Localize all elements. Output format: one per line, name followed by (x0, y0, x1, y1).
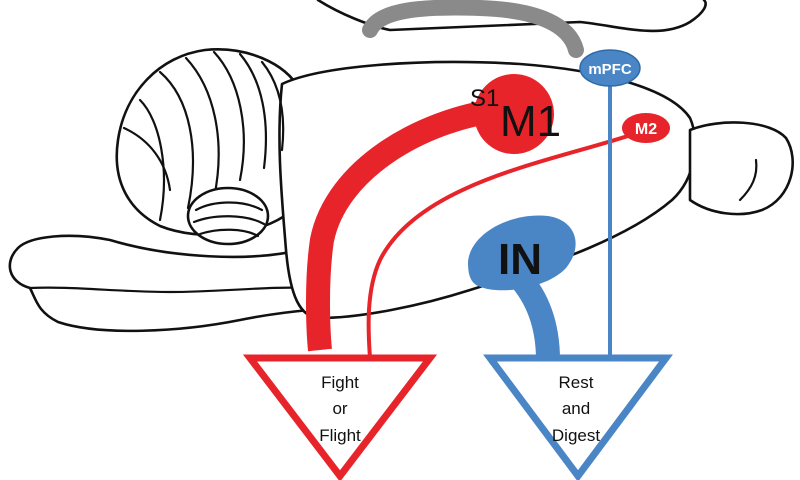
m1-region (474, 74, 554, 154)
olfactory-fold (738, 158, 758, 202)
paraflocculus-fold-2 (192, 215, 266, 226)
fight-label-line3: Flight (319, 426, 361, 445)
mpfc-label: mPFC (588, 61, 632, 78)
folia-3 (184, 56, 220, 200)
rest-and-digest-arrowhead (483, 354, 673, 480)
parasympathetic-pathways (468, 82, 673, 480)
m2-pathway (366, 130, 641, 359)
folia-1 (138, 98, 166, 222)
in-pathway (508, 267, 560, 361)
paraflocculus-fold-1 (194, 201, 264, 212)
brainstem-line (28, 286, 312, 294)
fight-label-line2: or (332, 399, 347, 418)
folia-4 (212, 50, 245, 182)
m2-label: M2 (635, 121, 657, 138)
fight-label-line1: Fight (321, 373, 359, 392)
olfactory-bulb-outline (688, 121, 794, 216)
m1-pathway (306, 98, 502, 352)
fight-or-flight-arrowhead (242, 354, 438, 480)
connector-bar (362, 0, 584, 58)
folia-2 (158, 70, 194, 210)
paraflocculus-fold-3 (198, 228, 260, 238)
brain-outline (8, 0, 794, 333)
in-label: IN (498, 235, 542, 284)
m1-label: M1 (500, 97, 561, 146)
rest-label-line2: and (562, 399, 590, 418)
folia-7 (122, 126, 172, 192)
s1-label: S1 (470, 85, 499, 112)
brainstem-outline (8, 234, 312, 333)
in-region (468, 215, 576, 291)
m2-region (622, 113, 670, 143)
rest-label-line3: Digest (552, 426, 600, 445)
rest-label-line1: Rest (559, 373, 594, 392)
mpfc-region (579, 49, 641, 87)
sympathetic-pathways (242, 98, 641, 480)
folia-5 (238, 52, 267, 170)
folia-6 (260, 60, 285, 152)
